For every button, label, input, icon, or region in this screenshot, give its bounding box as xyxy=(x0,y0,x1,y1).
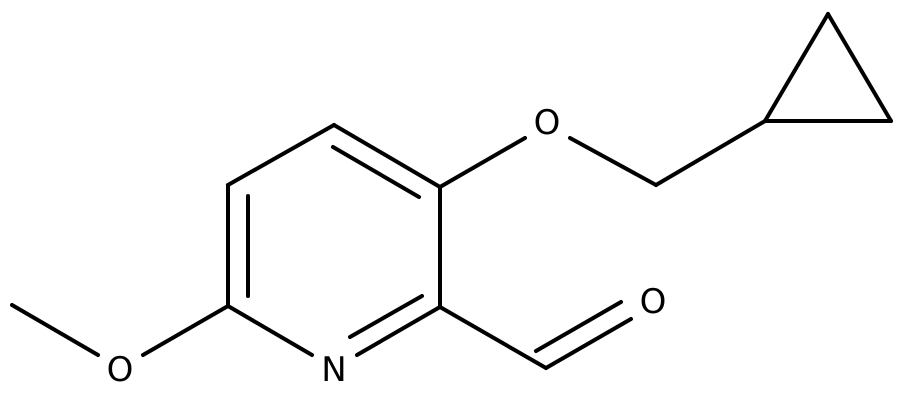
bond-c4-c5 xyxy=(226,123,336,187)
bond-n-c2-inner xyxy=(348,294,424,339)
bond-cp-top xyxy=(763,12,830,123)
atom-label-methoxy-o: O xyxy=(107,350,134,390)
atom-label-ether-o: O xyxy=(534,103,561,143)
bond-ch2-cp xyxy=(654,119,767,187)
pyridine-ring xyxy=(226,123,442,357)
bond-c6-n xyxy=(226,304,314,357)
atom-label-aldehyde-o: O xyxy=(640,282,667,322)
bond-top-right xyxy=(826,12,893,123)
bond-c3-c4-inner xyxy=(331,145,421,199)
atom-label-ring-n: N xyxy=(321,350,346,390)
bond-c3-oether xyxy=(438,136,527,189)
bond-c3-c4 xyxy=(332,123,442,189)
bond-c6-omethoxy xyxy=(141,304,230,357)
aldehyde-group xyxy=(438,300,633,370)
bond-n-c2 xyxy=(355,305,442,357)
bond-cho-o xyxy=(544,317,633,370)
cyclopropylmethoxy-group xyxy=(438,12,893,189)
bond-omethoxy-ch3 xyxy=(10,303,100,357)
bond-c2-cho xyxy=(438,305,548,370)
bond-cho-o-double xyxy=(534,300,623,353)
bond-oether-ch2 xyxy=(568,136,658,187)
methoxy-group xyxy=(10,303,230,357)
